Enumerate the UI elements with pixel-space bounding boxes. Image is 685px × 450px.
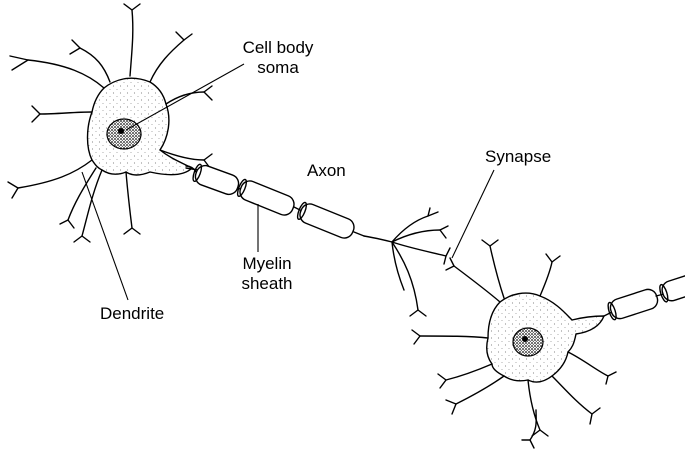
myelin-label-line2: sheath	[241, 274, 293, 293]
myelin-label-line1: Myelin	[242, 254, 292, 273]
leader-dendrite	[81, 171, 129, 301]
axon-label: Axon	[307, 161, 346, 180]
myelin-segment-2	[236, 178, 295, 216]
neuron-2	[411, 239, 685, 449]
cell-body-label-line2: soma	[257, 58, 299, 77]
cell-body-label: Cell body soma	[228, 38, 328, 78]
leader-synapse	[451, 169, 495, 259]
neuron-2-cell-body	[486, 292, 605, 383]
cell-body-label-line1: Cell body	[242, 38, 314, 57]
neuron-2-nucleus	[512, 327, 544, 357]
leader-lines	[81, 63, 495, 301]
axon-terminals	[363, 207, 451, 317]
axon	[185, 163, 451, 317]
neuron-2-myelin-segment-1	[607, 288, 659, 321]
neuron-2-myelin-segment-2	[659, 273, 685, 303]
neuron-1-nucleus	[106, 118, 142, 150]
synapse-label: Synapse	[485, 147, 552, 166]
myelin-segment-1	[192, 163, 240, 196]
neuron-2-dendrites	[411, 239, 617, 449]
myelin-sheath-label: Myelin sheath	[232, 254, 302, 294]
myelin-segment-3	[296, 201, 355, 239]
leader-cell-body	[125, 63, 245, 131]
dendrite-label: Dendrite	[100, 304, 165, 323]
neuron-1-dendrites	[7, 3, 213, 243]
neuron-1	[7, 3, 213, 243]
neuron-1-cell-body	[86, 77, 193, 176]
